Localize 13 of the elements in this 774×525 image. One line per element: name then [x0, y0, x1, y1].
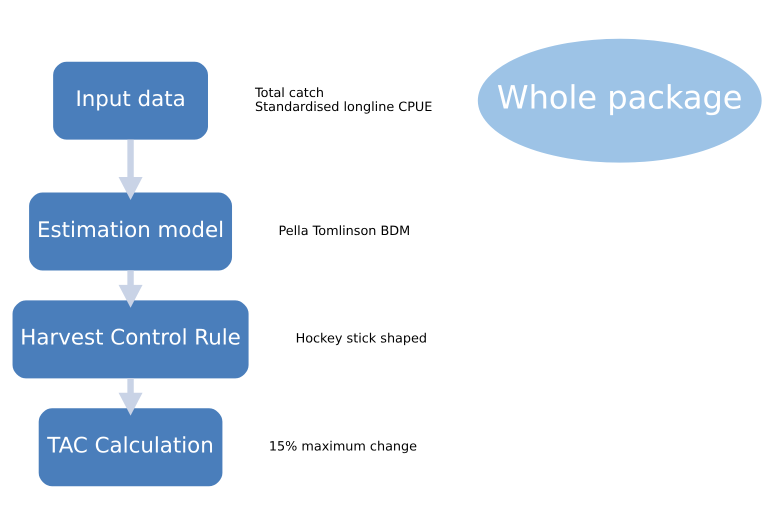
arrow	[118, 378, 143, 416]
node-label: Total catch	[254, 86, 324, 102]
node-label: Standardised longline CPUE	[254, 100, 432, 115]
node-box: Harvest Control Rule	[12, 300, 249, 378]
node-ellipse: Whole package	[478, 38, 762, 163]
arrow	[118, 139, 143, 200]
node-label: 15% maximum change	[268, 440, 418, 455]
node-box: Input data	[53, 62, 208, 140]
node-label: Hockey stick shaped	[296, 332, 428, 347]
node-box: Estimation model	[29, 192, 232, 271]
node-label: Pella Tomlinson BDM	[278, 224, 410, 239]
node-box: TAC Calculation	[38, 408, 222, 486]
arrow	[118, 270, 143, 308]
